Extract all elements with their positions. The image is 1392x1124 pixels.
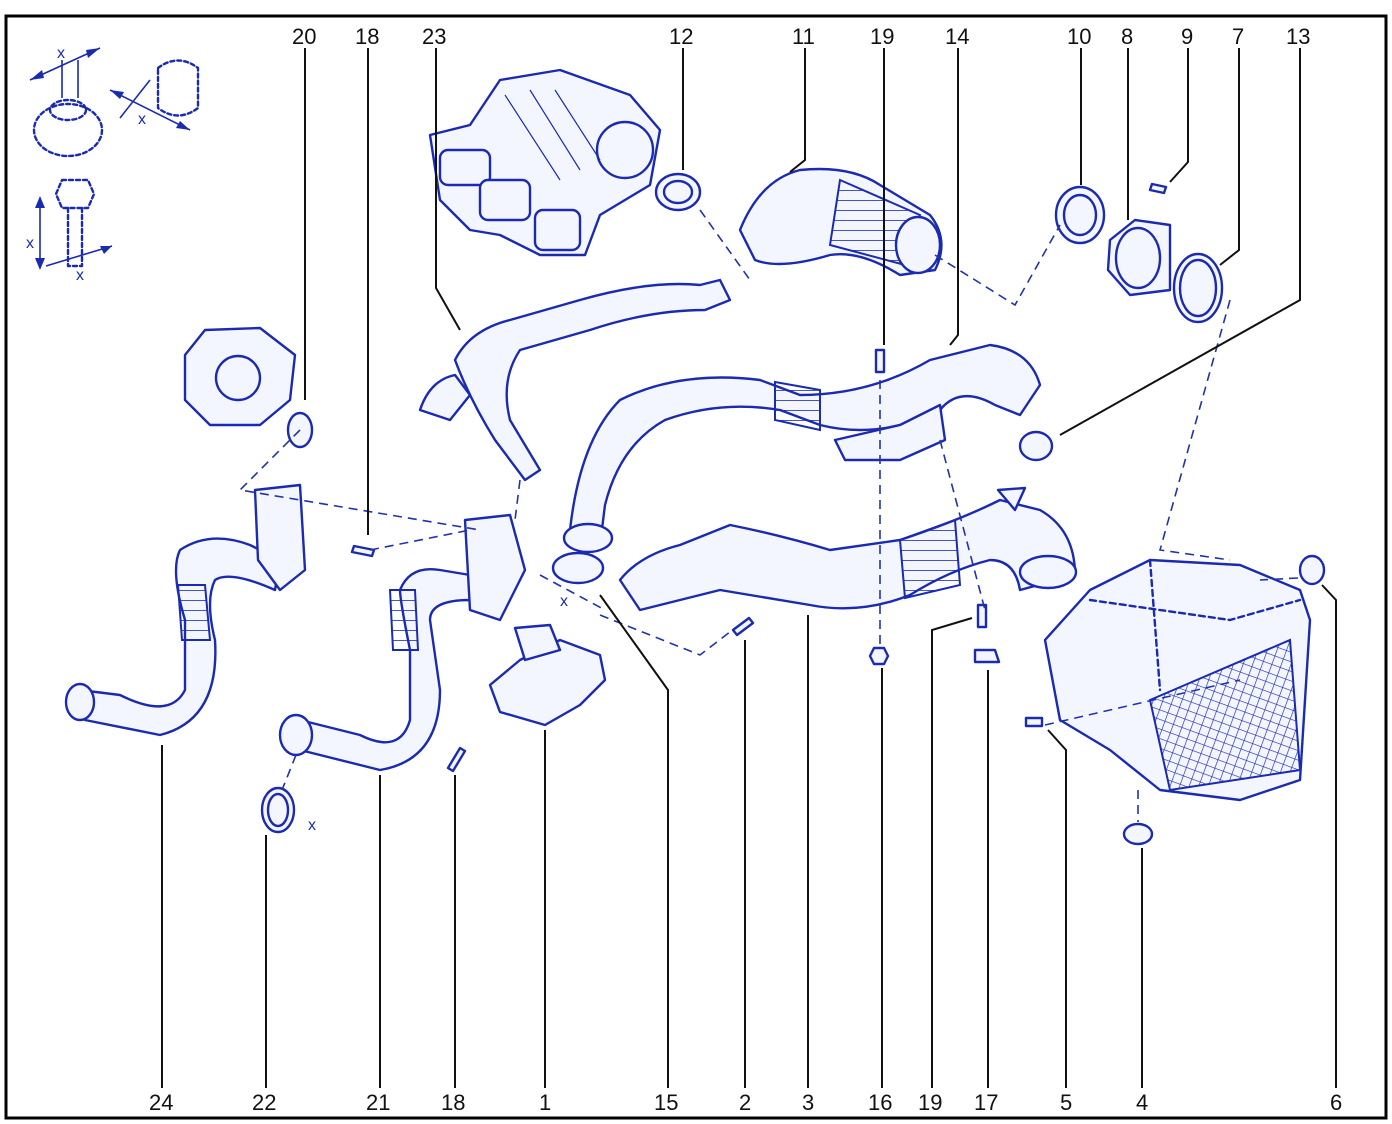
throttle-body-20	[183, 326, 314, 449]
clamp-12	[654, 172, 702, 212]
callout-22: 22	[252, 1090, 276, 1115]
callouts-top: 20 18 23 12 11 19 14 10 8 9 7 13	[292, 24, 1310, 49]
callout-6: 6	[1330, 1090, 1342, 1115]
bolt-18-upper	[350, 544, 376, 558]
callouts-bottom: 24 22 21 18 1 15 2 3 16 19 17 5 4 6	[149, 1090, 1342, 1115]
seal-15	[551, 551, 605, 585]
hose-3	[618, 486, 1078, 612]
leader-lines	[161, 48, 1337, 1088]
torque-symbols: x x x x	[26, 45, 200, 284]
callout-19-top: 19	[870, 24, 894, 49]
callout-19-bottom: 19	[918, 1090, 942, 1115]
drawing-frame	[4, 14, 1388, 1120]
callout-17: 17	[974, 1090, 998, 1115]
callout-15: 15	[654, 1090, 678, 1115]
callout-5: 5	[1060, 1090, 1072, 1115]
flange-8	[1106, 218, 1172, 297]
pipe-21	[278, 513, 527, 772]
pipe-23	[418, 278, 732, 482]
bolt-2	[731, 616, 755, 637]
alignment-lines	[238, 209, 1299, 822]
intercooler	[1043, 558, 1312, 802]
callout-18-top: 18	[355, 24, 379, 49]
turbocharger-assembly	[428, 68, 662, 257]
bolt-5	[1024, 716, 1044, 728]
dimension-x-label: x	[26, 235, 34, 252]
callout-21: 21	[366, 1090, 390, 1115]
dimension-x-label: x	[138, 111, 146, 128]
callout-16: 16	[868, 1090, 892, 1115]
callout-10: 10	[1067, 24, 1091, 49]
callout-2: 2	[739, 1090, 751, 1115]
nut-torque-symbol: x	[29, 45, 104, 158]
callout-7: 7	[1232, 24, 1244, 49]
callout-1: 1	[539, 1090, 551, 1115]
callout-8: 8	[1121, 24, 1133, 49]
nut-16	[868, 646, 890, 666]
callout-4: 4	[1136, 1090, 1148, 1115]
callout-23: 23	[422, 24, 446, 49]
intake-duct-11	[738, 167, 943, 277]
callout-18-bottom: 18	[441, 1090, 465, 1115]
bolt-19-lower	[976, 603, 988, 629]
clamp-10	[1054, 185, 1106, 245]
screw-9	[1148, 182, 1168, 195]
dimension-x-label: x	[76, 267, 84, 284]
callout-12: 12	[669, 24, 693, 49]
dimension-x-label: x	[308, 817, 316, 834]
clamp-torque-symbol: x	[109, 59, 200, 131]
callout-3: 3	[802, 1090, 814, 1115]
bolt-18-lower	[446, 746, 467, 773]
callout-11: 11	[792, 24, 815, 49]
clip-17	[973, 648, 1001, 664]
callout-14: 14	[945, 24, 969, 49]
dimension-x-label: x	[560, 593, 568, 610]
bolt-torque-symbol: x x	[26, 178, 113, 284]
callout-24: 24	[149, 1090, 173, 1115]
callout-13: 13	[1286, 24, 1310, 49]
seal-7	[1172, 252, 1224, 324]
seal-13	[1018, 430, 1054, 462]
pipe-24	[64, 483, 307, 737]
ring-22	[260, 786, 296, 834]
duct-1	[488, 623, 607, 727]
grommet-4	[1122, 822, 1154, 846]
grommet-6	[1298, 554, 1326, 586]
callout-9: 9	[1181, 24, 1193, 49]
dimension-x-label: x	[57, 45, 65, 62]
bolt-19-upper	[874, 348, 886, 374]
callout-20: 20	[292, 24, 316, 49]
fasteners	[350, 348, 1326, 846]
pipe-14	[562, 343, 1042, 554]
